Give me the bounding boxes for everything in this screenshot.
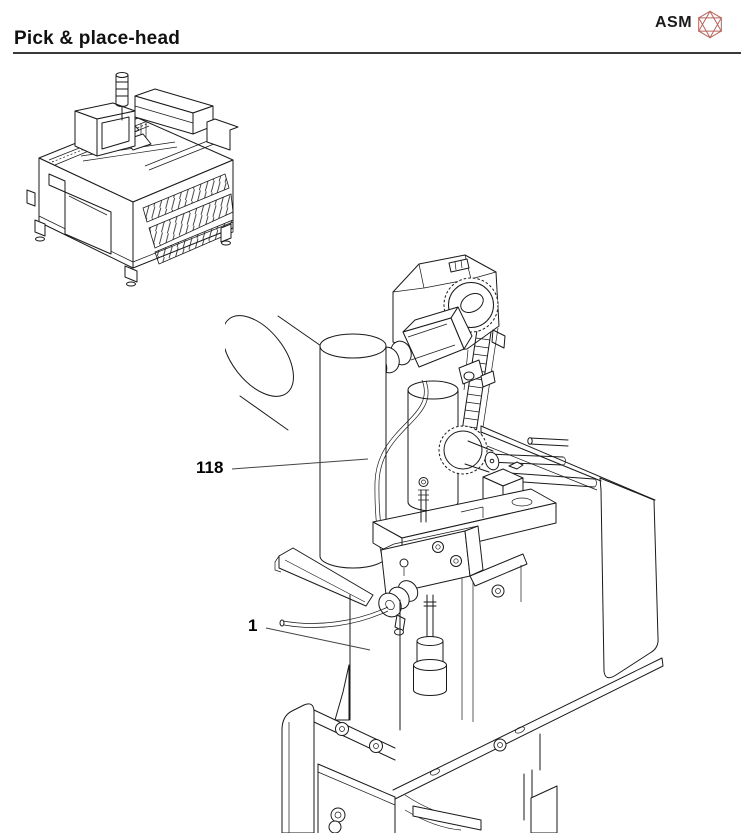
asm-logo-text: ASM [655, 14, 693, 31]
machine-overview-figure [25, 62, 255, 288]
machine-overview-drawing [26, 72, 239, 287]
page-title: Pick & place-head [14, 28, 181, 49]
drive-gear [438, 425, 500, 475]
timing-belt [460, 329, 492, 441]
part-callout-118: 118 [196, 458, 224, 477]
nozzle [413, 594, 447, 696]
title-rule [13, 52, 741, 54]
overhead-duct [134, 88, 239, 151]
head-body [281, 594, 664, 833]
asm-logo: ASM [655, 8, 735, 42]
head-detail-drawing [225, 254, 664, 833]
machine-feet [26, 189, 232, 287]
hexagon-wireframe-icon [697, 10, 723, 39]
spindle-screw [418, 477, 429, 523]
head-cover [480, 425, 659, 679]
part-callout-1: 1 [248, 616, 258, 635]
signal-tower [115, 72, 129, 121]
head-detail-figure [225, 250, 665, 833]
monitor [74, 102, 136, 157]
valve-block [380, 525, 528, 602]
tilted-cylinder [225, 315, 325, 431]
cabinet-door [48, 173, 112, 255]
pneumatic-fitting [279, 580, 419, 636]
vacuum-cylinder [319, 333, 387, 569]
cylinder-bracket [274, 547, 374, 607]
feeder-reels [142, 173, 234, 265]
